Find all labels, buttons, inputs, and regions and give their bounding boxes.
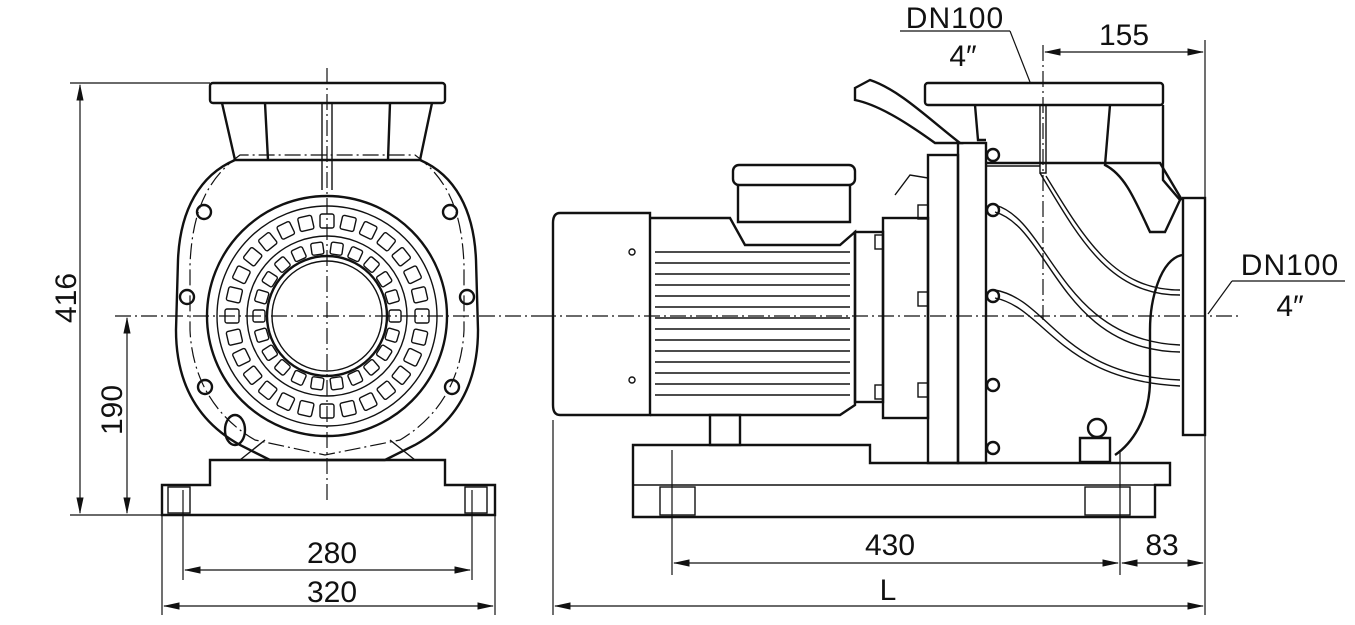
fan-slot (225, 286, 244, 304)
fan-slot (363, 256, 380, 273)
fan-slot (391, 247, 412, 267)
bolt-icons (178, 203, 476, 396)
fan-slot (290, 369, 307, 386)
fan-slot (410, 328, 429, 346)
dim-center-height-190: 190 (96, 385, 129, 435)
fan-slot (261, 271, 279, 288)
side-port-size: DN100 (1241, 249, 1339, 282)
fan-slot (329, 376, 344, 391)
fan-slot (347, 369, 364, 386)
dim-axis-offset-155: 155 (1099, 19, 1149, 52)
front-view (115, 68, 540, 517)
fan-slot (297, 399, 315, 418)
fan-slot (297, 214, 315, 233)
dim-foot-spacing-430: 430 (865, 529, 915, 562)
fan-slot (376, 231, 396, 252)
fan-slot (274, 359, 291, 376)
fan-slot (403, 265, 422, 285)
fan-slot (358, 221, 378, 240)
fan-slot (319, 403, 335, 419)
fan-slot (391, 365, 412, 385)
fan-slot (258, 380, 278, 401)
fan-slot (410, 286, 429, 304)
fan-slot (376, 380, 396, 401)
dim-base-width-320: 320 (307, 576, 357, 609)
fan-slot (254, 289, 270, 305)
fan-slot (276, 392, 296, 411)
dim-foot-spacing-280: 280 (307, 537, 357, 570)
fan-slot (375, 271, 393, 288)
fan-slot (252, 309, 266, 323)
fan-slot (388, 309, 402, 323)
fan-slot (384, 327, 400, 343)
side-port-inch: 4″ (1276, 290, 1304, 323)
fan-slot (339, 399, 357, 418)
fan-cover-slots (224, 213, 430, 419)
top-port-inch: 4″ (949, 40, 977, 73)
dim-outlet-offset-83: 83 (1145, 529, 1178, 562)
fan-slot (329, 241, 344, 256)
fan-slot (347, 246, 364, 263)
dim-overall-length-L: L (880, 574, 897, 607)
fan-slot (375, 344, 393, 361)
fan-slot (258, 231, 278, 252)
fan-slot (276, 221, 296, 240)
fan-slot (242, 365, 263, 385)
fan-slot (310, 241, 325, 256)
fan-slot (290, 246, 307, 263)
dim-height-416: 416 (50, 273, 83, 323)
fan-slot (254, 327, 270, 343)
fan-slot (274, 256, 291, 273)
motor-cooling-fins (655, 251, 850, 396)
pump-bolt-icons (985, 147, 1001, 456)
fan-slot (225, 328, 244, 346)
fan-slot (414, 308, 430, 324)
fan-slot (232, 347, 251, 367)
side-view (540, 45, 1240, 519)
fan-slot (224, 308, 240, 324)
fan-slot (232, 265, 251, 285)
top-port-size: DN100 (906, 2, 1004, 35)
side-dimensions: 430 83 L 155 DN100 4″ DN100 4″ (552, 2, 1345, 615)
fan-slot (384, 289, 400, 305)
front-dimensions: 416 190 280 320 (50, 82, 496, 615)
fan-slot (358, 392, 378, 411)
fan-slot (363, 359, 380, 376)
fan-slot (310, 376, 325, 391)
fan-slot (261, 344, 279, 361)
fan-slot (403, 347, 422, 367)
fan-slot (242, 247, 263, 267)
fan-slot (319, 213, 335, 229)
fan-slot (339, 214, 357, 233)
